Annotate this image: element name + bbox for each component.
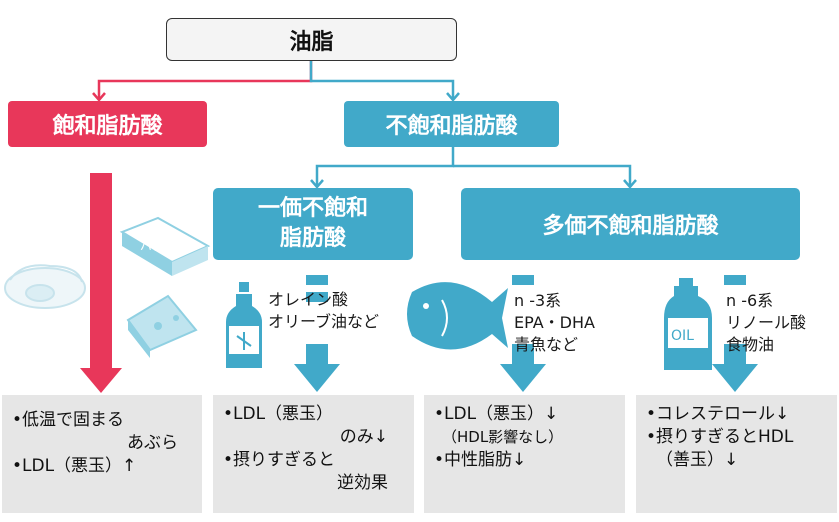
mono-box: 一価不飽和 脂肪酸 — [213, 188, 413, 260]
poly-label: 多価不飽和脂肪酸 — [542, 214, 719, 239]
saturated-effect-1: •低温で固まる — [12, 410, 125, 430]
n3-effects-panel: •LDL（悪玉）↓ （HDL影響なし） •中性脂肪↓ — [424, 395, 625, 513]
mono-note-line1: オレイン酸 — [268, 290, 349, 309]
mono-label-line1: 一価不飽和 — [257, 196, 368, 221]
mono-effect-4: 逆効果 — [337, 473, 388, 493]
poly-box: 多価不飽和脂肪酸 — [461, 188, 800, 260]
unsaturated-box: 不飽和脂肪酸 — [344, 101, 559, 147]
n6-effect-2: •摂りすぎるとHDL — [646, 427, 794, 447]
saturated-box: 飽和脂肪酸 — [8, 101, 207, 147]
saturated-label: 飽和脂肪酸 — [52, 114, 163, 139]
n6-note-line3: 食物油 — [726, 335, 775, 354]
connector-root-saturated — [92, 61, 313, 102]
olive-oil-bottle-icon — [226, 282, 262, 368]
meat-icon — [4, 264, 86, 309]
n3-down-arrow — [500, 275, 546, 392]
mono-effect-3: •摂りすぎると — [223, 450, 336, 470]
n3-note: n -3系 EPA・DHA 青魚など — [514, 290, 595, 356]
connector-unsaturated-children — [310, 147, 637, 189]
fish-icon — [407, 282, 508, 350]
root-label: 油脂 — [289, 29, 334, 55]
n3-effect-2: （HDL影響なし） — [442, 428, 564, 446]
n6-note-line1: n -6系 — [726, 291, 774, 310]
mono-note-line2: オリーブ油など — [268, 312, 380, 331]
unsaturated-label: 不飽和脂肪酸 — [385, 114, 518, 139]
saturated-effects-panel: •低温で固まる あぶら •LDL（悪玉）↑ — [2, 395, 202, 513]
n3-effect-3: •中性脂肪↓ — [434, 450, 527, 470]
mono-down-arrow — [294, 275, 340, 392]
mono-effects-panel: •LDL（悪玉） のみ↓ •摂りすぎると 逆効果 — [213, 395, 414, 513]
oil-icon-text: OIL — [671, 328, 694, 344]
saturated-effect-3: •LDL（悪玉）↑ — [12, 456, 137, 476]
connector-root-unsaturated — [309, 61, 460, 102]
mono-effect-1: •LDL（悪玉） — [223, 404, 334, 424]
butter-icon: バター — [119, 216, 211, 276]
n3-note-line2: EPA・DHA — [514, 313, 595, 332]
saturated-effect-2: あぶら — [127, 433, 178, 453]
n3-note-line3: 青魚など — [514, 335, 579, 354]
mono-effect-2: のみ↓ — [339, 427, 388, 447]
root-box: 油脂 — [166, 18, 457, 61]
n6-effects-panel: •コレステロール↓ •摂りすぎるとHDL （善玉）↓ — [636, 395, 837, 513]
cheese-icon — [126, 294, 198, 358]
n6-note-line2: リノール酸 — [726, 313, 807, 332]
n3-note-line1: n -3系 — [514, 291, 562, 310]
mono-label-line2: 脂肪酸 — [279, 226, 346, 251]
oil-jug-icon: OIL — [664, 278, 712, 370]
n6-effect-1: •コレステロール↓ — [646, 404, 790, 424]
n6-note: n -6系 リノール酸 食物油 — [726, 290, 806, 356]
butter-icon-text: バター — [140, 239, 176, 253]
n3-effect-1: •LDL（悪玉）↓ — [434, 404, 559, 424]
saturated-down-arrow — [80, 173, 122, 393]
mono-note: オレイン酸 オリーブ油など — [268, 289, 379, 333]
n6-effect-3: （善玉）↓ — [656, 450, 739, 470]
n6-down-arrow — [712, 275, 758, 392]
